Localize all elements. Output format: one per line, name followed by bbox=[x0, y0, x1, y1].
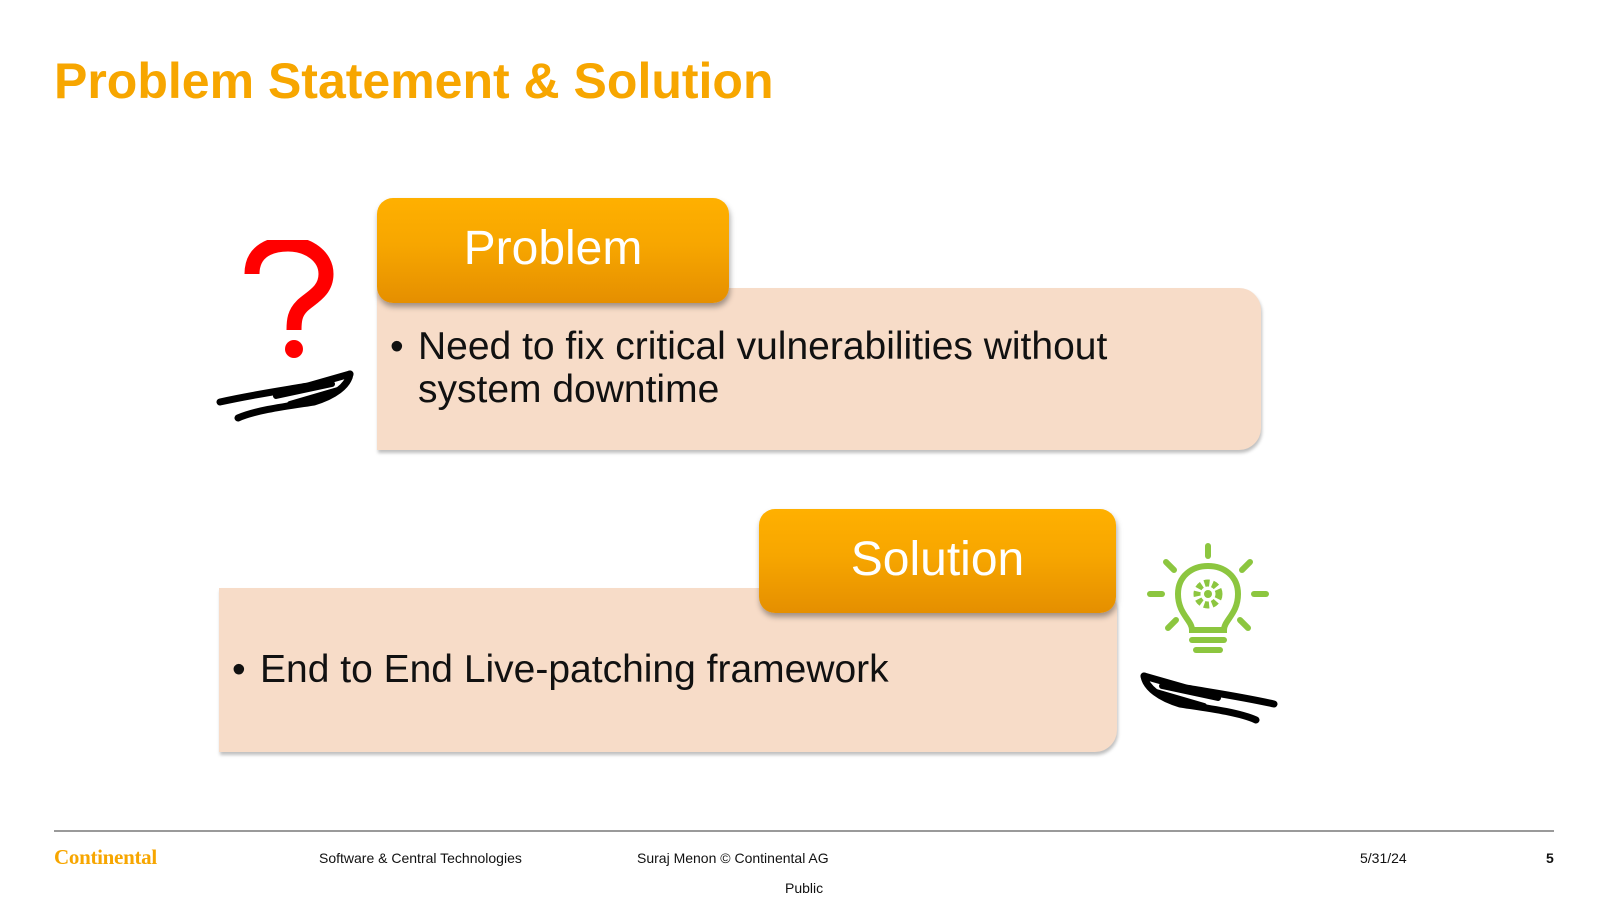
footer-date: 5/31/24 bbox=[1360, 850, 1407, 866]
bullet-icon: • bbox=[390, 325, 404, 368]
classification-label: Public bbox=[785, 880, 824, 896]
bullet-icon: • bbox=[232, 648, 246, 691]
footer-divider bbox=[54, 830, 1554, 832]
lightbulb-gear-icon bbox=[1147, 543, 1269, 653]
solution-heading: Solution bbox=[850, 533, 1025, 586]
problem-box bbox=[377, 288, 1261, 450]
problem-heading-tab: Problem bbox=[377, 198, 729, 303]
open-hand-icon bbox=[216, 370, 354, 422]
continental-logo: Continental bbox=[54, 845, 157, 869]
problem-text-line2: system downtime bbox=[418, 368, 720, 411]
solution-box bbox=[219, 588, 1117, 752]
problem-heading: Problem bbox=[463, 222, 643, 275]
slide-title: Problem Statement & Solution bbox=[54, 53, 774, 109]
footer-department: Software & Central Technologies bbox=[319, 850, 522, 866]
problem-text: • Need to fix critical vulnerabilities w… bbox=[390, 325, 1250, 411]
problem-text-line1: Need to fix critical vulnerabilities wit… bbox=[418, 325, 1108, 368]
solution-text: • End to End Live-patching framework bbox=[232, 648, 1112, 691]
question-mark-icon bbox=[244, 240, 334, 358]
solution-text-line1: End to End Live-patching framework bbox=[260, 648, 889, 691]
open-hand-icon bbox=[1140, 672, 1278, 724]
footer-author: Suraj Menon © Continental AG bbox=[637, 850, 829, 866]
page-number: 5 bbox=[1546, 850, 1554, 866]
solution-heading-tab: Solution bbox=[759, 509, 1116, 613]
